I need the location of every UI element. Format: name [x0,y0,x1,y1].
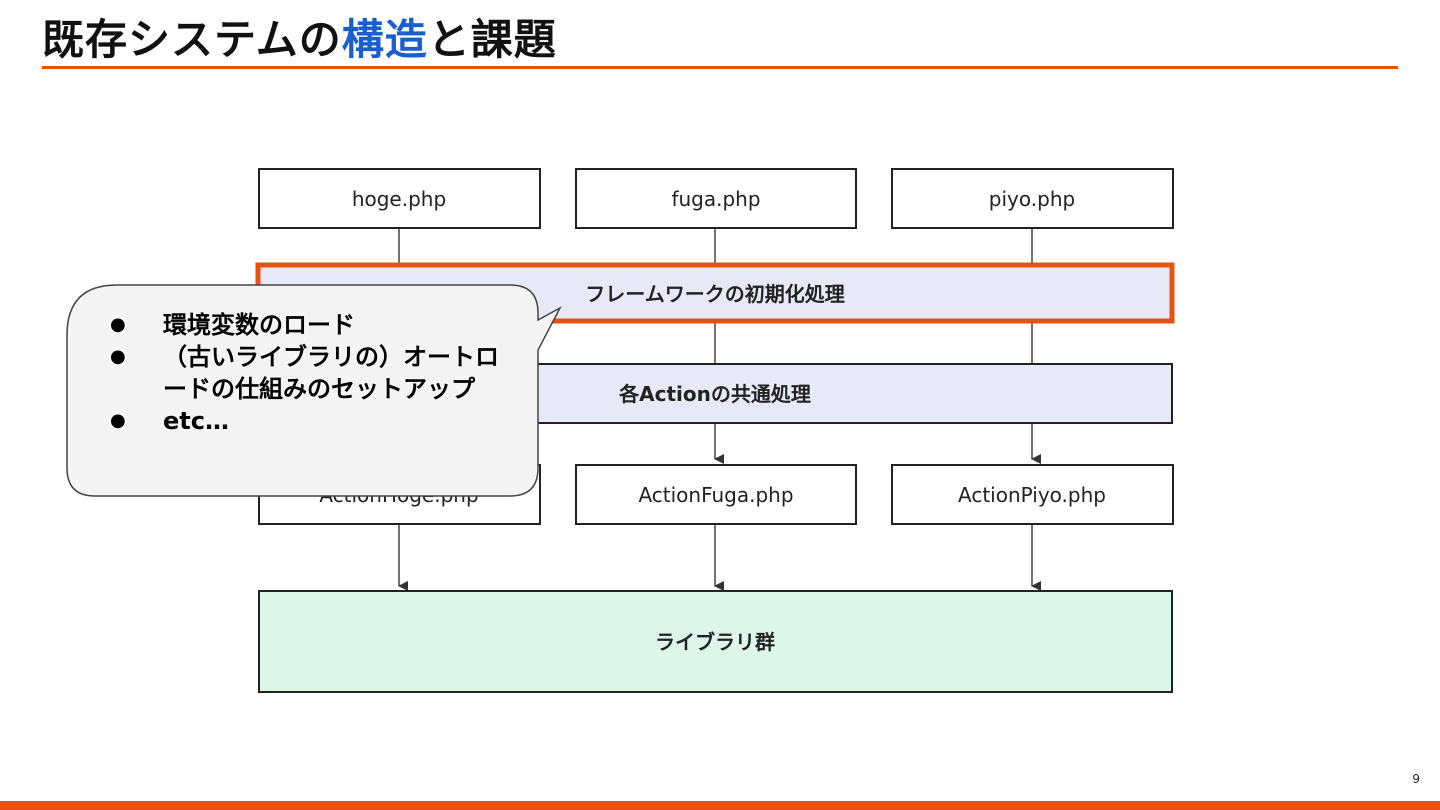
action-box-piyo [891,464,1174,525]
common-process-label: 各Actionの共通処理 [618,382,811,406]
file-label-piyo: piyo.php [989,187,1075,211]
callout-item: etc… [110,405,520,437]
top-file-boxes: hoge.php fuga.php piyo.php [258,168,1174,229]
slide-title: 既存システムの構造と課題 [42,12,557,68]
framework-init-label: フレームワークの初期化処理 [585,282,844,306]
title-prefix: 既存システムの [42,15,342,64]
library-box [258,590,1173,693]
action-box-fuga [575,464,857,525]
action-label-piyo: ActionPiyo.php [958,483,1106,507]
title-suffix: と課題 [427,15,557,64]
callout-item: 環境変数のロード [110,309,520,341]
file-label-fuga: fuga.php [671,187,760,211]
file-box-fuga [575,168,857,229]
footer-accent-bar [0,801,1440,810]
title-underline [42,66,1398,69]
callout-item: （古いライブラリの）オートロードの仕組みのセットアップ [110,341,520,405]
callout-list: 環境変数のロード （古いライブラリの）オートロードの仕組みのセットアップ etc… [110,309,520,437]
library-label: ライブラリ群 [655,630,775,654]
file-box-piyo [891,168,1174,229]
title-accent: 構造 [341,15,428,64]
file-box-hoge [258,168,541,229]
callout-content: 環境変数のロード （古いライブラリの）オートロードの仕組みのセットアップ etc… [110,309,520,437]
page-number: 9 [1412,772,1420,786]
file-label-hoge: hoge.php [352,187,446,211]
connector-lines [398,228,1041,591]
action-label-fuga: ActionFuga.php [638,483,793,507]
